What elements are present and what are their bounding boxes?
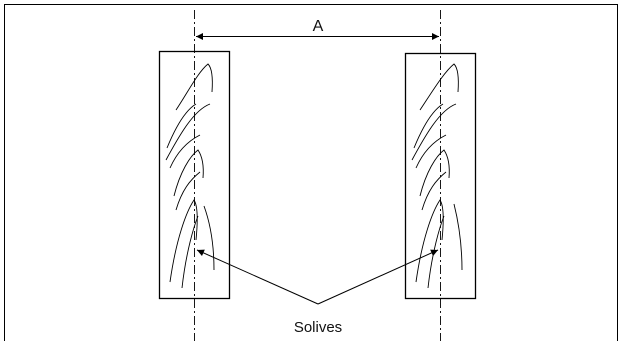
joist-left-wood-grain (165, 63, 215, 289)
leader-line-left (196, 249, 319, 305)
joist-right (404, 52, 477, 300)
drawing-frame (4, 4, 618, 341)
joist-right-wood-grain (411, 63, 463, 289)
joist-right-outline (404, 52, 477, 300)
leader-line-right (317, 249, 439, 305)
callout-label-solives: Solives (294, 319, 342, 336)
dimension-label-a: A (313, 18, 324, 35)
